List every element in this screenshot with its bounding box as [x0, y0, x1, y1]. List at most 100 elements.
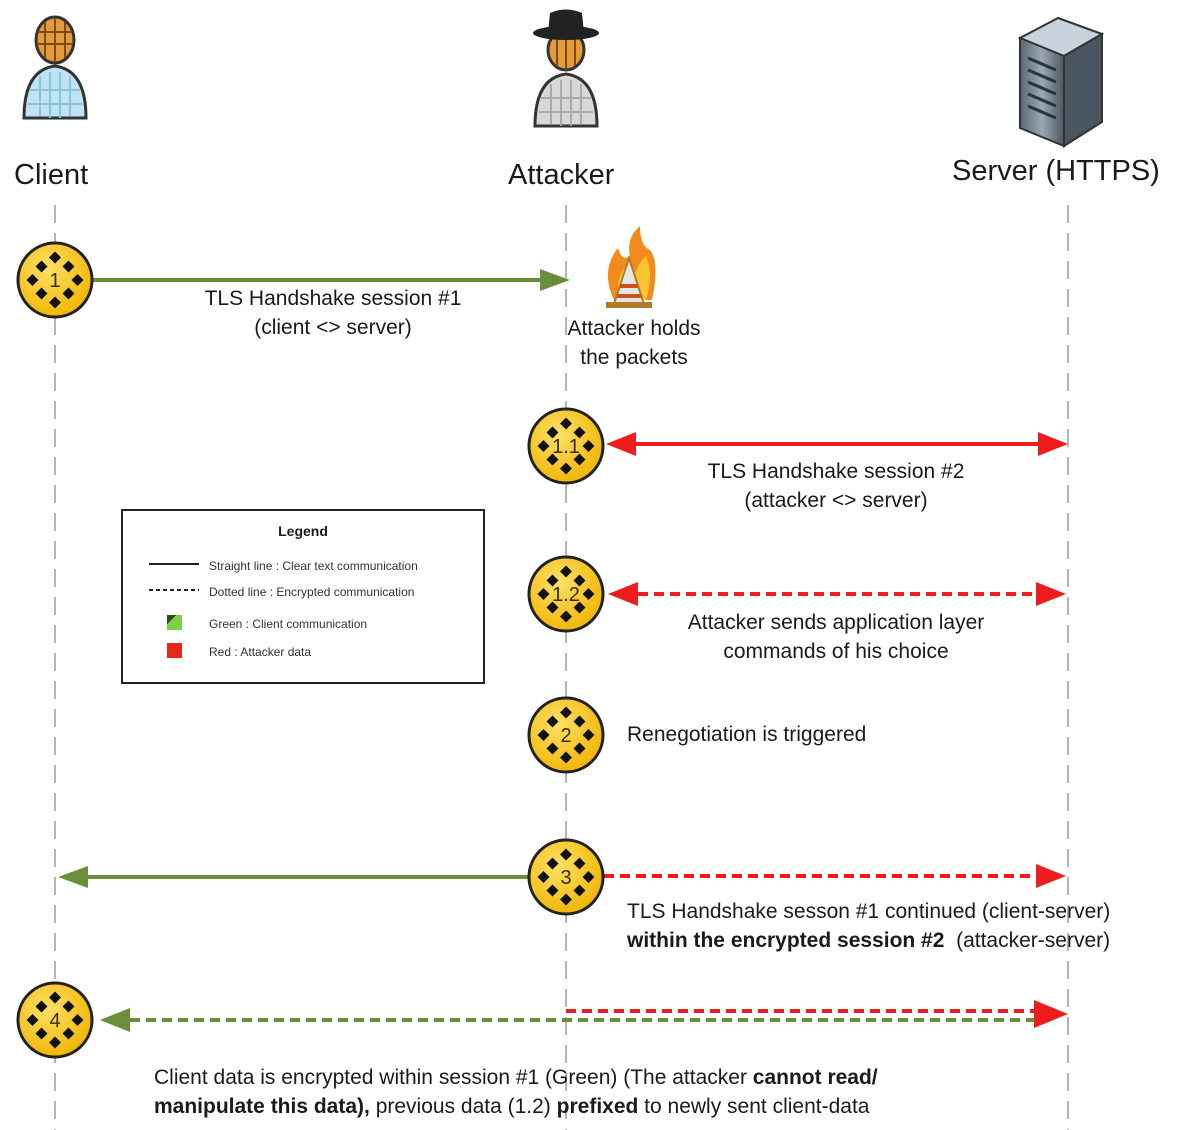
step-number: 1.1 [552, 436, 580, 458]
step-ball [527, 407, 605, 485]
step-ball-pattern [35, 1000, 48, 1013]
step-marker-s1-2: 1.2 [527, 555, 605, 633]
step-ball-pattern [560, 893, 572, 906]
legend: Legend Straight line : Clear text commun… [121, 509, 485, 684]
step-ball-pattern [573, 884, 586, 897]
step-ball-pattern [582, 871, 595, 883]
actor-server-label: Server (HTTPS) [952, 155, 1160, 187]
step-ball-pattern [546, 601, 559, 614]
step-ball-pattern [537, 729, 550, 741]
step-ball-pattern [537, 871, 550, 883]
message-4-label: Client data is encrypted within session … [154, 1063, 878, 1121]
step-ball-pattern [573, 715, 586, 728]
message-1-2-line1: Attacker sends application layer [687, 611, 985, 634]
legend-dotted-text: Dotted line : Encrypted communication [209, 585, 415, 599]
step-ball-pattern [537, 588, 550, 600]
step-ball-pattern [560, 462, 572, 475]
step-ball-pattern [573, 742, 586, 755]
step-ball-pattern [560, 706, 572, 719]
step-ball-pattern [560, 417, 572, 430]
step-ball-pattern [546, 574, 559, 587]
actor-client-label: Client [14, 159, 89, 191]
step-ball-pattern [49, 1036, 61, 1049]
arrowhead-session1-continued [58, 866, 88, 888]
server-tower-icon [1017, 16, 1105, 148]
arrowhead-session2-right [1038, 432, 1068, 456]
attacker-holds-line2: the packets [580, 346, 688, 369]
step-ball-pattern [582, 729, 595, 741]
step-ball [527, 696, 605, 774]
message-1-2-line2: commands of his choice [723, 640, 949, 663]
attacker-hat-person-icon [533, 9, 599, 128]
step-ball-pattern [49, 296, 61, 309]
actor-attacker-label: Attacker [508, 159, 615, 191]
message-1-2-label: Attacker sends application layer command… [650, 608, 1022, 666]
message-4-line2: manipulate this data), previous data (1.… [154, 1092, 878, 1121]
step-ball-pattern [71, 1014, 84, 1026]
step-ball-pattern [573, 601, 586, 614]
step-ball-pattern [26, 1014, 39, 1026]
message-1-label: TLS Handshake session #1 (client <> serv… [160, 284, 506, 342]
message-4-f: to newly sent client-data [638, 1095, 870, 1118]
step-ball-pattern [49, 991, 61, 1004]
step-number: 3 [560, 867, 571, 889]
message-3-line2: within the encrypted session #2 (attacke… [627, 926, 1110, 955]
message-4-b: cannot read/ [752, 1066, 878, 1089]
step-ball-pattern [537, 440, 550, 452]
legend-title: Legend [278, 523, 328, 539]
step-ball-pattern [560, 565, 572, 578]
step-ball-pattern [62, 260, 75, 273]
message-4-e: prefixed [556, 1095, 639, 1118]
message-4-c: manipulate this data), [154, 1095, 370, 1118]
step-number: 1.2 [552, 584, 580, 606]
arrowhead-session1-in-session2 [1036, 864, 1066, 888]
step-number: 2 [560, 725, 571, 747]
arrowhead-app-right [1036, 582, 1066, 606]
step-ball-pattern [35, 1027, 48, 1040]
legend-lines [149, 563, 199, 591]
arrowhead-session1 [540, 269, 570, 291]
arrowhead-client-data-right [1034, 1000, 1068, 1028]
step-ball [527, 838, 605, 916]
message-3-line1: TLS Handshake sesson #1 continued (clien… [627, 900, 1111, 923]
attacker-holds-label: Attacker holds the packets [548, 314, 720, 372]
message-1-line1: TLS Handshake session #1 [204, 287, 462, 310]
step-ball-pattern [560, 610, 572, 623]
message-2-label: Renegotiation is triggered [627, 723, 867, 746]
message-4-d: previous data (1.2) [369, 1095, 557, 1118]
step-ball-pattern [546, 715, 559, 728]
step-number: 4 [49, 1010, 60, 1032]
message-1-1-line1: TLS Handshake session #2 [707, 460, 965, 483]
message-4-line1: Client data is encrypted within session … [154, 1063, 878, 1092]
step-ball-pattern [546, 857, 559, 870]
message-1-line2: (client <> server) [254, 316, 412, 339]
step-marker-s3: 3 [527, 838, 605, 916]
step-marker-s2: 2 [527, 696, 605, 774]
legend-straight-text: Straight line : Clear text communication [209, 559, 418, 573]
step-number: 1 [49, 270, 60, 292]
legend-red-text: Red : Attacker data [209, 645, 312, 659]
message-3-rest: (attacker-server) [956, 929, 1111, 952]
step-ball-pattern [573, 453, 586, 466]
step-ball-pattern [35, 287, 48, 300]
legend-green-swatch [167, 615, 182, 630]
step-ball-pattern [560, 751, 572, 764]
client-person-icon [22, 15, 88, 120]
step-ball-pattern [62, 1000, 75, 1013]
step-marker-s4: 4 [16, 981, 94, 1059]
step-ball-pattern [546, 426, 559, 439]
step-marker-s1: 1 [16, 241, 94, 319]
step-ball-pattern [582, 440, 595, 452]
step-ball-pattern [546, 453, 559, 466]
fire-cone-icon [606, 226, 656, 308]
step-ball-pattern [71, 274, 84, 286]
attacker-holds-line1: Attacker holds [567, 317, 701, 340]
step-ball-pattern [49, 251, 61, 264]
step-marker-s1-1: 1.1 [527, 407, 605, 485]
step-ball [527, 555, 605, 633]
step-ball-pattern [546, 742, 559, 755]
step-ball-pattern [582, 588, 595, 600]
message-4-a: Client data is encrypted within session … [154, 1066, 753, 1089]
step-ball-pattern [573, 426, 586, 439]
